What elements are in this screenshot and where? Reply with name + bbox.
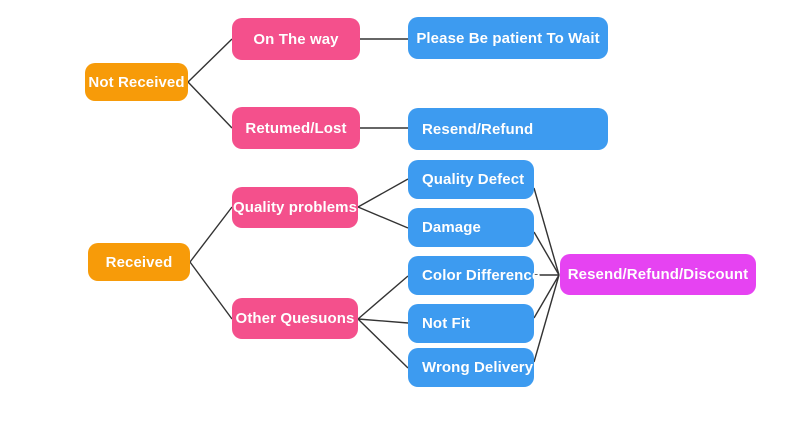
edge-quality-defect-to-resend-refund-discount [533, 187, 560, 276]
edge-received-to-quality-problems [189, 206, 233, 263]
node-label-resend-refund-discount: Resend/Refund/Discount [567, 266, 749, 283]
node-label-on-the-way: On The way [253, 30, 339, 48]
node-label-quality-problems: Quality problems [232, 199, 358, 216]
node-label-other-questions: Other Quesuons [235, 310, 355, 327]
node-received[interactable]: Received [88, 243, 190, 281]
node-label-not-received: Not Received [88, 73, 185, 91]
node-label-wrong-delivery: Wrong Delivery [422, 359, 534, 376]
node-resend-refund[interactable]: Resend/Refund [408, 108, 608, 150]
node-not-fit[interactable]: Not Fit [408, 304, 534, 343]
edge-wrong-delivery-to-resend-refund-discount [533, 274, 560, 363]
node-quality-defect[interactable]: Quality Defect [408, 160, 534, 199]
node-label-please-be-patient: Please Be patient To Wait [416, 29, 600, 47]
node-label-damage: Damage [422, 219, 481, 236]
node-other-questions[interactable]: Other Quesuons [232, 298, 358, 339]
edge-other-questions-to-wrong-delivery [357, 318, 409, 369]
node-label-quality-defect: Quality Defect [422, 171, 525, 188]
node-resend-refund-discount[interactable]: Resend/Refund/Discount [560, 254, 756, 295]
node-returned-lost[interactable]: Retumed/Lost [232, 107, 360, 149]
node-label-resend-refund: Resend/Refund [422, 120, 534, 138]
node-label-received: Received [105, 253, 173, 271]
node-on-the-way[interactable]: On The way [232, 18, 360, 60]
node-damage[interactable]: Damage [408, 208, 534, 247]
node-color-difference[interactable]: Color Difference [408, 256, 540, 295]
node-label-returned-lost: Retumed/Lost [245, 119, 347, 137]
node-label-not-fit: Not Fit [422, 315, 471, 332]
node-wrong-delivery[interactable]: Wrong Delivery [408, 348, 534, 387]
node-please-be-patient[interactable]: Please Be patient To Wait [408, 17, 608, 59]
node-quality-problems[interactable]: Quality problems [232, 187, 358, 228]
node-label-color-difference: Color Difference [422, 267, 541, 284]
node-not-received[interactable]: Not Received [85, 63, 188, 101]
